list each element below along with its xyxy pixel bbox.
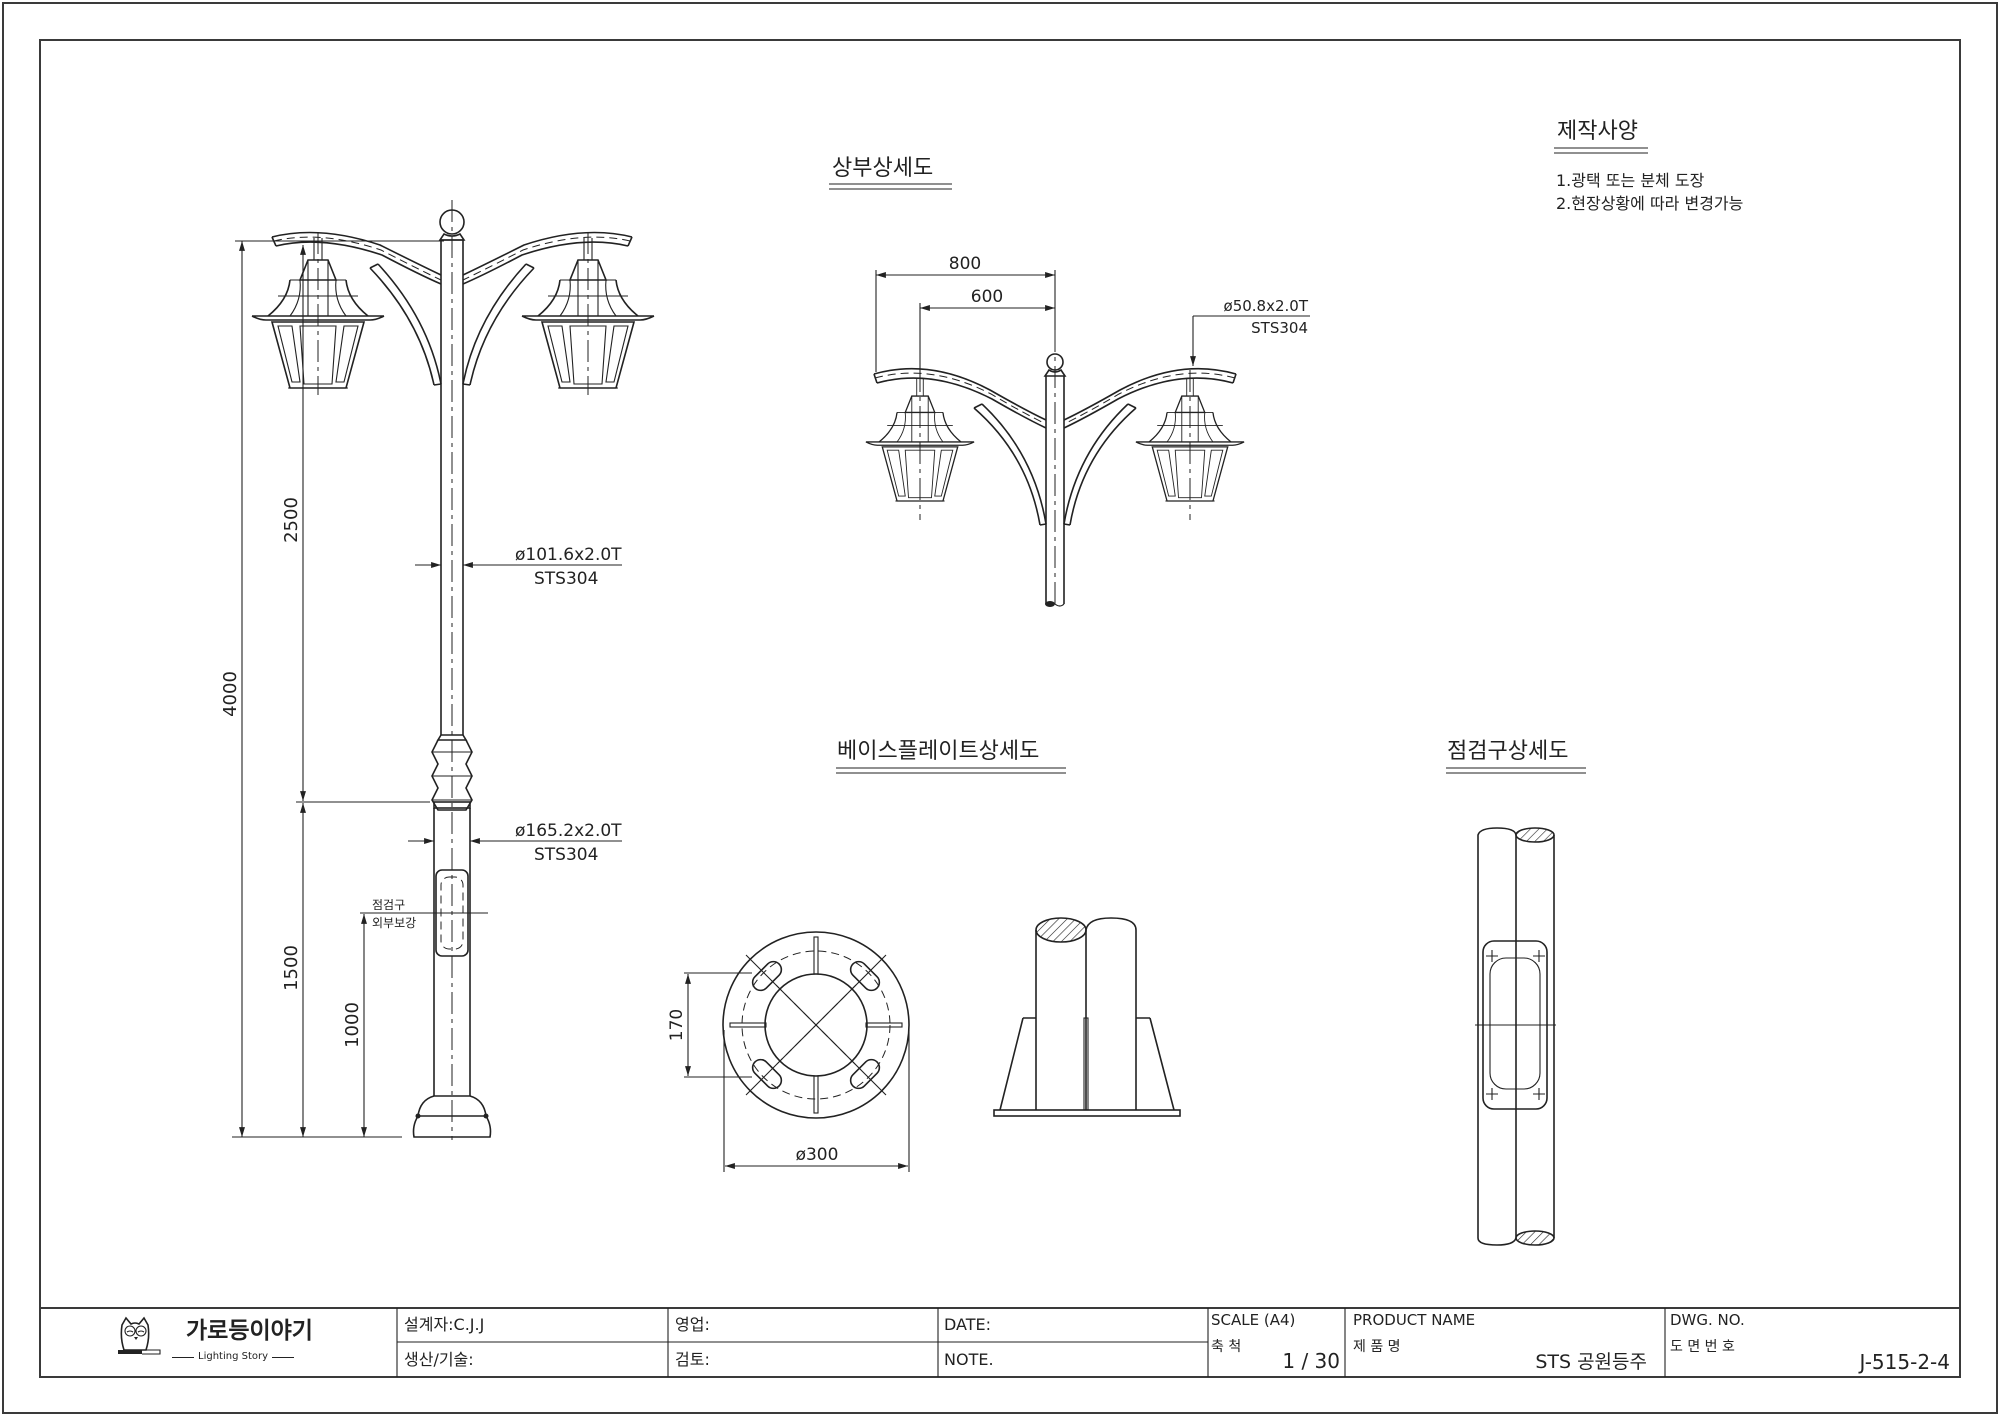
spec-notes: 제작사양 1.광택 또는 분체 도장 2.현장상황에 따라 변경가능	[1554, 119, 1743, 213]
main-elevation-view: 4000 2500 1500 1000 점검구 외부보강 ø101.6x2.0T…	[220, 200, 655, 1140]
product-name: STS 공원등주	[1535, 1351, 1647, 1373]
product-name-label: PRODUCT NAME	[1353, 1311, 1476, 1329]
owl-logo-icon	[118, 1316, 161, 1355]
dim-diameter: ø300	[796, 1145, 839, 1165]
base-plate-title: 베이스플레이트상세도	[837, 739, 1039, 764]
dim-total-height: 4000	[220, 671, 241, 717]
lower-pipe-spec: ø165.2x2.0T	[515, 821, 622, 841]
inspection-title: 점검구상세도	[1447, 739, 1568, 764]
dim-outer: 800	[949, 254, 981, 274]
dwg-no-label: DWG. NO.	[1670, 1311, 1745, 1329]
note-field: NOTE.	[944, 1350, 994, 1369]
dwg-no: J-515-2-4	[1859, 1350, 1950, 1374]
scale-label: SCALE (A4)	[1211, 1311, 1296, 1329]
inspection-label-top: 점검구	[372, 898, 405, 912]
dim-inspection-height: 1000	[342, 1002, 363, 1048]
scale-label-kr: 축 척	[1211, 1339, 1242, 1355]
logo-subtext: Lighting Story	[172, 1351, 295, 1362]
arm-pipe-spec: ø50.8x2.0T	[1224, 297, 1309, 315]
inspection-detail-view: 점검구상세도	[1446, 739, 1586, 1246]
upper-pipe-material: STS304	[534, 569, 598, 589]
logo-rule-left	[172, 1356, 194, 1358]
title-block-grid	[40, 1307, 1960, 1377]
base-plate-outline	[722, 931, 910, 1119]
arm-pipe-material: STS304	[1251, 319, 1308, 337]
lower-pipe-material: STS304	[534, 845, 598, 865]
dim-lower: 1500	[281, 945, 302, 991]
scale-value: 1 / 30	[1282, 1349, 1340, 1373]
production-field: 생산/기술:	[404, 1350, 474, 1369]
spec-note-1: 1.광택 또는 분체 도장	[1556, 171, 1705, 190]
top-detail-title: 상부상세도	[832, 156, 933, 181]
spec-title: 제작사양	[1557, 119, 1638, 144]
upper-pipe-spec: ø101.6x2.0T	[515, 545, 622, 565]
top-detail-view: 상부상세도 800 600	[829, 156, 1310, 607]
spec-note-2: 2.현장상황에 따라 변경가능	[1556, 194, 1743, 213]
dim-upper: 2500	[281, 497, 302, 543]
review-field: 검토:	[675, 1350, 710, 1369]
dwg-no-label-kr: 도 면 번 호	[1670, 1339, 1735, 1355]
inspection-label-bottom: 외부보강	[372, 916, 416, 930]
logo-rule-right	[272, 1356, 295, 1358]
sales-field: 영업:	[675, 1315, 710, 1334]
logo-subtext-label: Lighting Story	[198, 1351, 269, 1362]
base-plate-view: 베이스플레이트상세도 170 ø300	[667, 739, 1181, 1172]
dim-bolt-spacing: 170	[667, 1009, 687, 1041]
inner-border	[39, 39, 1961, 1378]
designer-field: 설계자:C.J.J	[404, 1315, 485, 1334]
logo-text: 가로등이야기	[186, 1318, 313, 1344]
dim-inner: 600	[971, 287, 1003, 307]
product-name-label-kr: 제 품 명	[1353, 1339, 1401, 1355]
finial	[439, 209, 465, 235]
date-field: DATE:	[944, 1315, 992, 1334]
